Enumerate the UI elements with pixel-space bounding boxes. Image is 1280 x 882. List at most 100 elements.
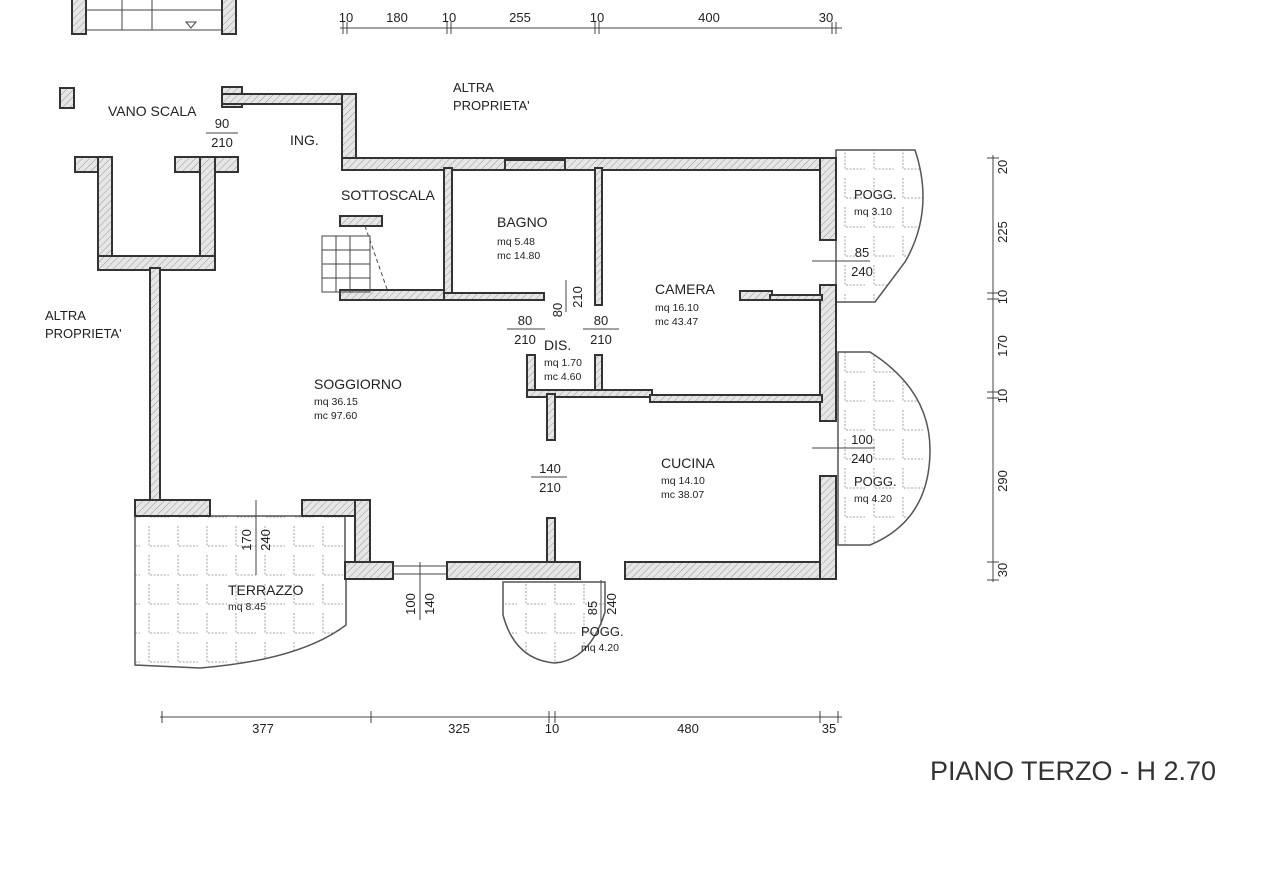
room-camera: CAMERA mq 16.10 mc 43.47 [655, 281, 716, 328]
room-name: DIS. [544, 337, 571, 353]
dim-label: 10 [995, 290, 1010, 304]
dim-label: 30 [819, 10, 833, 25]
svg-text:240: 240 [851, 451, 873, 466]
dim-label: 10 [339, 10, 353, 25]
dim-label: 170 [995, 335, 1010, 357]
room-name: POGG. [854, 187, 897, 202]
dim-label: 10 [442, 10, 456, 25]
room-area: mq 1.70 [544, 357, 582, 369]
stairs [321, 225, 389, 293]
svg-text:240: 240 [851, 264, 873, 279]
svg-text:85: 85 [855, 245, 869, 260]
walls [59, 86, 837, 580]
dim-label: 480 [677, 721, 699, 736]
balcony-middle-right [837, 351, 931, 546]
label-ing: ING. [290, 132, 319, 148]
dim-label: 377 [252, 721, 274, 736]
room-area: mq 14.10 [661, 475, 705, 487]
opening-window-soggiorno: 100 140 [403, 562, 437, 620]
label-vano-scala: VANO SCALA [108, 103, 197, 119]
dim-label: 290 [995, 470, 1010, 492]
room-area: mq 16.10 [655, 302, 699, 314]
dimension-right: 20 225 10 170 10 290 30 [987, 155, 1010, 582]
dim-label: 30 [995, 563, 1010, 577]
svg-text:100: 100 [403, 593, 418, 615]
dim-label: 20 [995, 160, 1010, 174]
room-area: mq 3.10 [854, 206, 892, 218]
room-volume: mc 4.60 [544, 371, 582, 383]
label-altra-top-1: ALTRA [453, 80, 494, 95]
label-altra-top-2: PROPRIETA' [453, 98, 530, 113]
opening-cucina-bottom: 85 240 [585, 580, 619, 625]
svg-text:210: 210 [514, 332, 536, 347]
svg-text:140: 140 [539, 461, 561, 476]
dim-label: 35 [822, 721, 836, 736]
terrace-label: TERRAZZO mq 8.45 [228, 582, 304, 613]
opening-bagno: 80 210 [550, 280, 585, 317]
dim-label: 255 [509, 10, 531, 25]
svg-text:80: 80 [594, 313, 608, 328]
room-name: TERRAZZO [228, 582, 304, 598]
dim-label: 180 [386, 10, 408, 25]
room-volume: mc 43.47 [655, 316, 698, 328]
room-volume: mc 14.80 [497, 250, 540, 262]
room-sottoscala: SOTTOSCALA [341, 187, 436, 203]
svg-text:85: 85 [585, 601, 600, 615]
balcony-top-right [835, 149, 924, 303]
dim-label: 325 [448, 721, 470, 736]
dim-label: 10 [995, 389, 1010, 403]
room-name: CUCINA [661, 455, 715, 471]
svg-text:210: 210 [570, 286, 585, 308]
room-bagno: BAGNO mq 5.48 mc 14.80 [497, 214, 548, 262]
room-volume: mc 97.60 [314, 410, 357, 422]
room-area: mq 5.48 [497, 236, 535, 248]
svg-text:210: 210 [590, 332, 612, 347]
room-area: mq 4.20 [581, 642, 619, 654]
svg-text:90: 90 [215, 116, 229, 131]
plan-title: PIANO TERZO - H 2.70 [930, 756, 1216, 786]
room-cucina: CUCINA mq 14.10 mc 38.07 [661, 455, 715, 501]
svg-text:80: 80 [518, 313, 532, 328]
svg-text:140: 140 [422, 593, 437, 615]
terrace [134, 515, 347, 669]
room-name: POGG. [581, 624, 624, 639]
label-altra-left-2: PROPRIETA' [45, 326, 122, 341]
dimension-bottom: 377 325 10 480 35 [160, 711, 842, 736]
dim-label: 10 [590, 10, 604, 25]
balcony-bottom [502, 581, 606, 664]
top-staircase [71, 0, 237, 35]
balcony-label-bottom: POGG. mq 4.20 [581, 624, 624, 654]
dim-label: 225 [995, 221, 1010, 243]
dimension-top: 10 180 10 255 10 400 30 [339, 10, 842, 34]
room-name: SOGGIORNO [314, 376, 402, 392]
room-name: CAMERA [655, 281, 716, 297]
balcony-label-top: POGG. mq 3.10 [854, 187, 897, 218]
room-volume: mc 38.07 [661, 489, 704, 501]
room-name: POGG. [854, 474, 897, 489]
svg-text:240: 240 [258, 529, 273, 551]
svg-text:80: 80 [550, 303, 565, 317]
balcony-label-middle: POGG. mq 4.20 [854, 474, 897, 505]
dim-label: 400 [698, 10, 720, 25]
room-dis: DIS. mq 1.70 mc 4.60 [544, 337, 582, 383]
room-soggiorno: SOGGIORNO mq 36.15 mc 97.60 [314, 376, 402, 422]
room-name: BAGNO [497, 214, 548, 230]
svg-text:210: 210 [211, 135, 233, 150]
svg-text:210: 210 [539, 480, 561, 495]
svg-text:100: 100 [851, 432, 873, 447]
svg-text:240: 240 [604, 593, 619, 615]
room-area: mq 36.15 [314, 396, 358, 408]
dim-label: 10 [545, 721, 559, 736]
room-area: mq 4.20 [854, 493, 892, 505]
room-area: mq 8.45 [228, 601, 266, 613]
label-altra-left-1: ALTRA [45, 308, 86, 323]
